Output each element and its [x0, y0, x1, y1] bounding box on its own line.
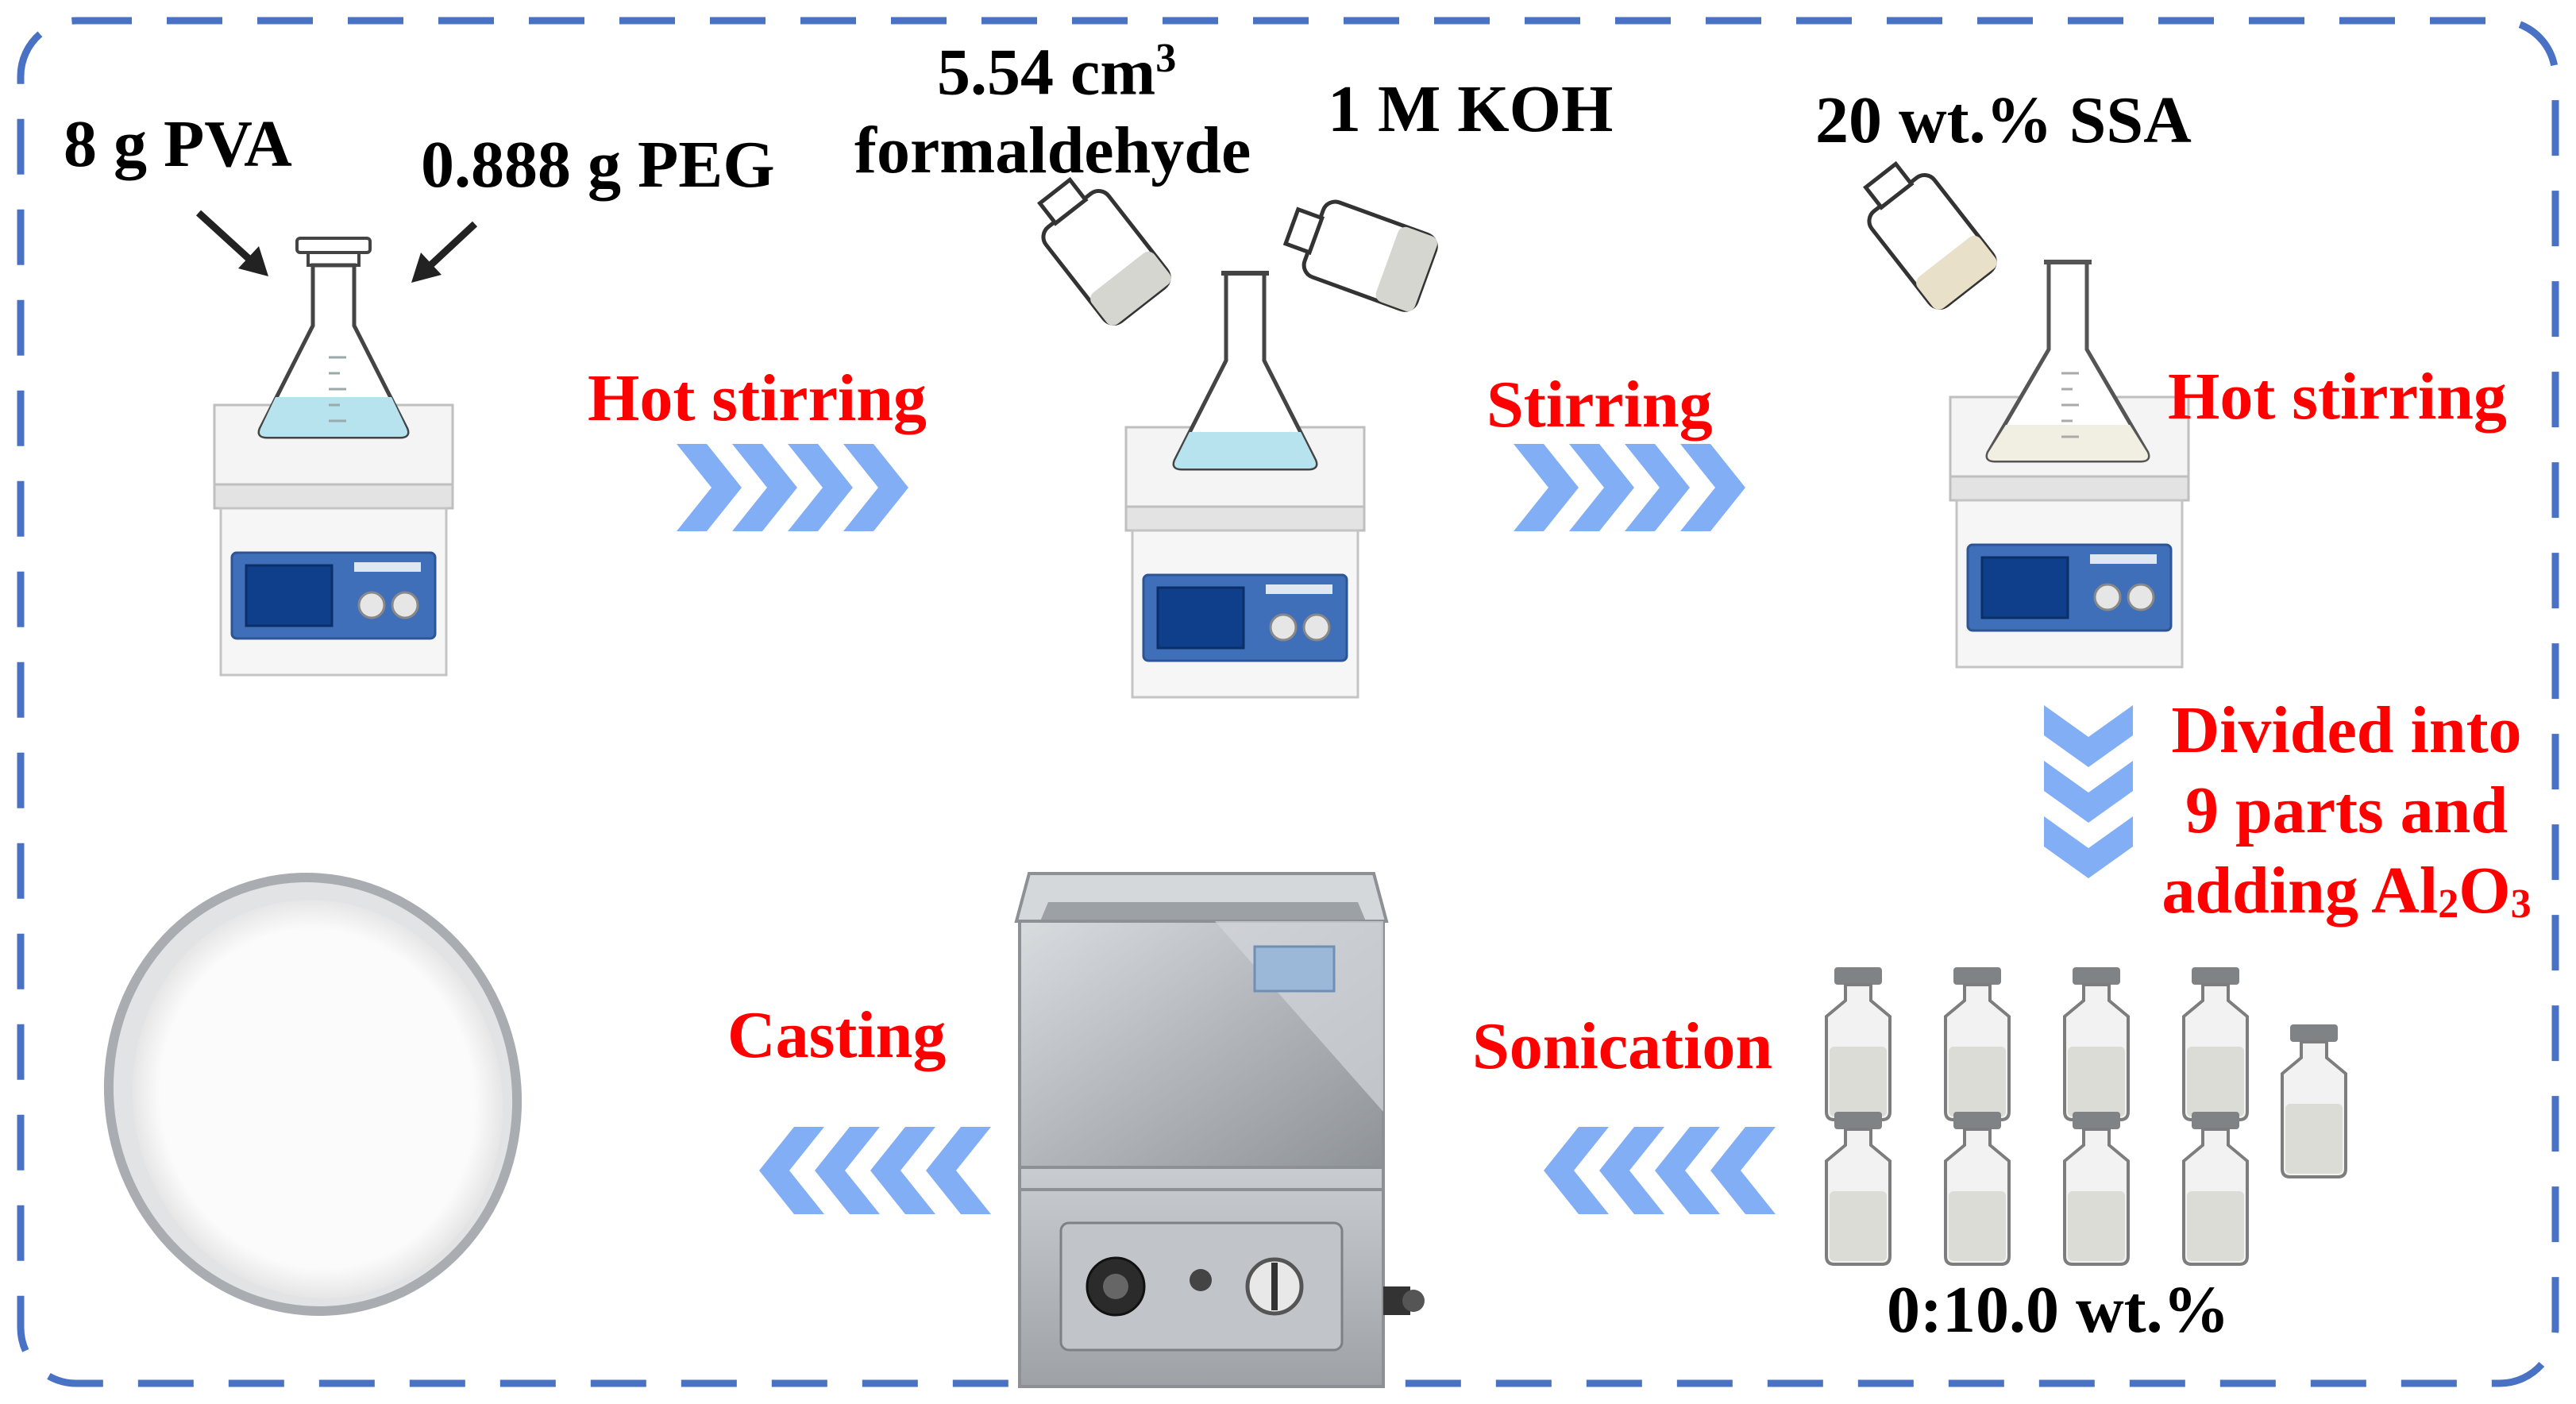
- vial-range-label: 0:10.0 wt.%: [1887, 1273, 2230, 1347]
- reagent-bottle-icon: [1863, 160, 1997, 310]
- chevron-right-icon: [1514, 444, 1745, 531]
- arrow-down-icon: [195, 210, 268, 276]
- divided-line-1: Divided into: [2171, 693, 2522, 767]
- vial-icon: [1944, 1112, 2011, 1266]
- formaldehyde-name-label: formaldehyde: [854, 114, 1251, 187]
- divided-line-3: adding Al2O3: [2136, 851, 2557, 932]
- divided-sub-2: 3: [2510, 881, 2532, 927]
- chevron-left-icon: [1544, 1127, 1776, 1214]
- step-divided: Divided into 9 parts and adding Al2O3: [2136, 691, 2557, 931]
- ultrasonic-bath-icon: [1014, 872, 1425, 1388]
- step-hot-stirring-1: Hot stirring: [588, 361, 927, 435]
- vial-icon: [2063, 967, 2130, 1121]
- erlenmeyer-flask-icon: [1985, 260, 2150, 463]
- hot-plate-stirrer-icon: [213, 403, 454, 677]
- reagent-bottle-icon: [1037, 176, 1171, 326]
- peg-label: 0.888 g PEG: [421, 128, 775, 202]
- vial-icon: [1825, 1112, 1892, 1266]
- diagram-border: [17, 17, 2559, 1387]
- vial-icon: [2182, 1112, 2249, 1266]
- chevron-down-icon: [2044, 705, 2133, 878]
- erlenmeyer-flask-icon: [1172, 271, 1318, 471]
- vial-icon: [1944, 967, 2011, 1121]
- vial-group: [1825, 967, 2347, 1266]
- step-hot-stirring-2: Hot stirring: [2168, 360, 2507, 434]
- vial-icon: [1825, 967, 1892, 1121]
- erlenmeyer-flask-icon: [257, 237, 410, 439]
- chevron-right-icon: [677, 444, 908, 531]
- arrow-down-icon: [411, 221, 478, 283]
- ssa-label: 20 wt.% SSA: [1815, 83, 2192, 157]
- koh-label: 1 M KOH: [1328, 72, 1614, 146]
- step-sonication: Sonication: [1472, 1009, 1773, 1083]
- formaldehyde-amount-label: 5.54 cm3: [937, 36, 1177, 106]
- hot-plate-stirrer-icon: [1124, 426, 1366, 699]
- vial-icon: [2063, 1112, 2130, 1266]
- vial-icon: [2281, 1024, 2347, 1178]
- vial-icon: [2182, 967, 2249, 1121]
- divided-sub-1: 2: [2438, 881, 2459, 927]
- step-stirring: Stirring: [1487, 368, 1713, 442]
- chevron-left-icon: [759, 1127, 991, 1214]
- formaldehyde-amount-text: 5.54 cm: [937, 35, 1156, 110]
- reagent-bottle-icon: [1282, 199, 1438, 312]
- step-casting: Casting: [727, 998, 947, 1072]
- formaldehyde-exponent: 3: [1155, 36, 1177, 81]
- pva-label: 8 g PVA: [64, 107, 292, 181]
- divided-line-3-pre: adding Al: [2161, 853, 2439, 928]
- divided-mid: O: [2458, 853, 2511, 928]
- petri-dish-icon: [103, 873, 523, 1316]
- divided-line-2: 9 parts and: [2185, 773, 2509, 847]
